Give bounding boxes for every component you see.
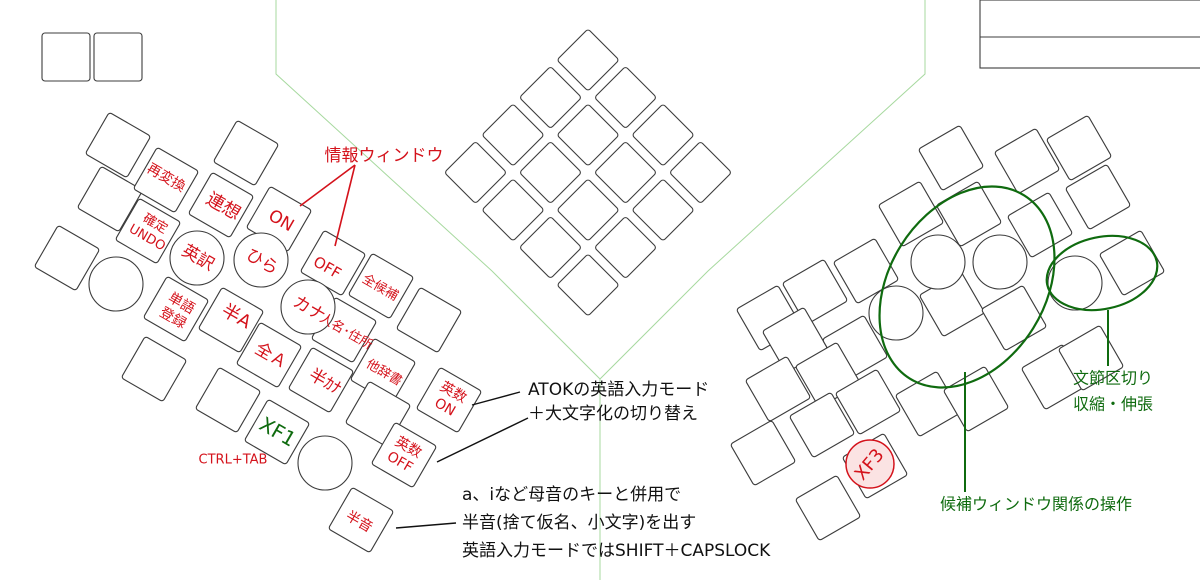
thumb-circle-r2[interactable]	[972, 234, 1028, 290]
key-r-r2c4[interactable]	[936, 181, 1002, 247]
annotation-segment-line-1: 文節区切り	[1073, 369, 1153, 388]
key-l-half-kana[interactable]	[288, 347, 354, 413]
key-center-0-3[interactable]	[669, 141, 731, 203]
key-l-xf1[interactable]	[244, 399, 310, 465]
key-center-0-1[interactable]	[594, 66, 656, 128]
key-r-r2c5[interactable]	[1007, 192, 1073, 258]
key-l-confirm-undo[interactable]	[115, 198, 181, 264]
key-l-r5c1[interactable]	[121, 336, 187, 402]
key-center-2-3[interactable]	[594, 216, 656, 278]
leader-alnum-off	[436, 417, 529, 463]
key-center-3-1[interactable]	[482, 179, 544, 241]
key-center-2-0[interactable]	[482, 104, 544, 166]
thumb-circle-r1[interactable]	[910, 234, 966, 290]
key-l-word-register[interactable]	[143, 276, 209, 342]
key-l-half-a[interactable]	[198, 287, 264, 353]
annotation-atok-mode-line-2: ＋大文字化の切り替え	[528, 404, 698, 424]
key-r-r7c1[interactable]	[789, 392, 855, 458]
key-center-2-2[interactable]	[557, 179, 619, 241]
thumb-circle-l5[interactable]	[297, 435, 353, 491]
key-center-2-1[interactable]	[519, 141, 581, 203]
thumb-circle-kana[interactable]	[280, 279, 336, 335]
thumb-circle-l1[interactable]	[88, 256, 144, 312]
thumb-circle-hira[interactable]	[233, 232, 289, 288]
key-r-r2c6[interactable]	[1065, 164, 1131, 230]
key-r-r5c4[interactable]	[943, 366, 1009, 432]
key-r-r6c0[interactable]	[745, 356, 811, 422]
key-center-3-0[interactable]	[444, 141, 506, 203]
key-center-0-2[interactable]	[632, 104, 694, 166]
case-outline	[275, 0, 1200, 580]
thumb-circles	[88, 230, 1103, 491]
xf3-stamp-ring	[845, 439, 895, 489]
label-ctrl-tab: CTRL+TAB	[199, 453, 268, 468]
key-r-r4c7[interactable]	[1058, 325, 1124, 391]
annotation-segment-line-2: 収縮・伸張	[1073, 395, 1153, 414]
key-center-1-2[interactable]	[594, 141, 656, 203]
corner-frame	[979, 0, 1200, 69]
key-r-r3c4[interactable]	[981, 285, 1047, 351]
key-l-r4c6[interactable]	[396, 287, 462, 353]
key-l-association[interactable]	[188, 172, 254, 238]
key-center-1-0[interactable]	[519, 66, 581, 128]
key-r-r3c6[interactable]	[1099, 230, 1165, 296]
key-l-r6c2[interactable]	[195, 367, 261, 433]
key-r-r3c2[interactable]	[833, 238, 899, 304]
callout-lines	[299, 164, 1159, 529]
key-l-r1c3[interactable]	[213, 120, 279, 186]
thumb-circle-r3[interactable]	[868, 285, 924, 341]
key-center-0-0[interactable]	[557, 29, 619, 91]
case-outline-left	[275, 0, 601, 580]
leader-info-on	[299, 164, 356, 207]
annotation-atok-mode-line-1: ATOKの英語入力モード	[528, 380, 709, 400]
thumb-circle-r4[interactable]	[1047, 255, 1103, 311]
key-center-3-3[interactable]	[557, 254, 619, 316]
key-grid	[34, 29, 1165, 553]
key-l-full-a[interactable]	[236, 322, 302, 388]
key-r-r2c3[interactable]	[878, 181, 944, 247]
candidate-window-group	[878, 185, 1056, 389]
annotation-atok-mode: ATOKの英語入力モード ＋大文字化の切り替え	[528, 380, 709, 424]
key-r-r7c0[interactable]	[730, 420, 796, 486]
key-l-all-candidates[interactable]	[348, 253, 414, 319]
leader-small-kana	[395, 522, 457, 529]
annotation-info-window: 情報ウィンドウ	[325, 146, 444, 166]
key-center-1-3[interactable]	[632, 179, 694, 241]
key-r-r8c0[interactable]	[795, 475, 861, 541]
thumb-circle-eisu[interactable]	[169, 230, 225, 286]
key-l-r2c1[interactable]	[77, 166, 143, 232]
annotation-small-kana-line-1: a、iなど母音のキーと併用で	[462, 485, 681, 505]
segment-group	[1045, 234, 1159, 312]
case-outline-right	[599, 0, 926, 380]
leader-alnum-on	[471, 391, 521, 406]
annotation-small-kana-line-2: 半音(捨て仮名、小文字)を出す	[462, 513, 696, 533]
annotation-small-kana-line-3: 英語入力モードではSHIFT＋CAPSLOCK	[462, 541, 771, 561]
key-l-alnum-on[interactable]	[416, 367, 482, 433]
annotation-candidate-window: 候補ウィンドウ関係の操作	[940, 495, 1132, 514]
key-r-r1c6[interactable]	[1046, 115, 1112, 181]
key-l-reconvert[interactable]	[133, 147, 199, 213]
annotation-small-kana: a、iなど母音のキーと併用で半音(捨て仮名、小文字)を出す英語入力モードではSH…	[462, 485, 771, 561]
key-r-r1c4[interactable]	[918, 125, 984, 191]
key-top-left-2[interactable]	[93, 32, 143, 82]
key-r-r6c2[interactable]	[835, 369, 901, 435]
key-r-r1c5[interactable]	[994, 128, 1060, 194]
key-l-r3c0[interactable]	[34, 225, 100, 291]
key-l-small-kana[interactable]	[328, 487, 394, 553]
key-center-1-1[interactable]	[557, 104, 619, 166]
key-r-r4c1[interactable]	[782, 259, 848, 325]
key-l-alnum-off[interactable]	[371, 422, 437, 488]
key-l-r1c1[interactable]	[85, 112, 151, 178]
leader-info-off	[334, 164, 356, 247]
key-top-left-1[interactable]	[41, 32, 91, 82]
key-center-3-2[interactable]	[519, 216, 581, 278]
